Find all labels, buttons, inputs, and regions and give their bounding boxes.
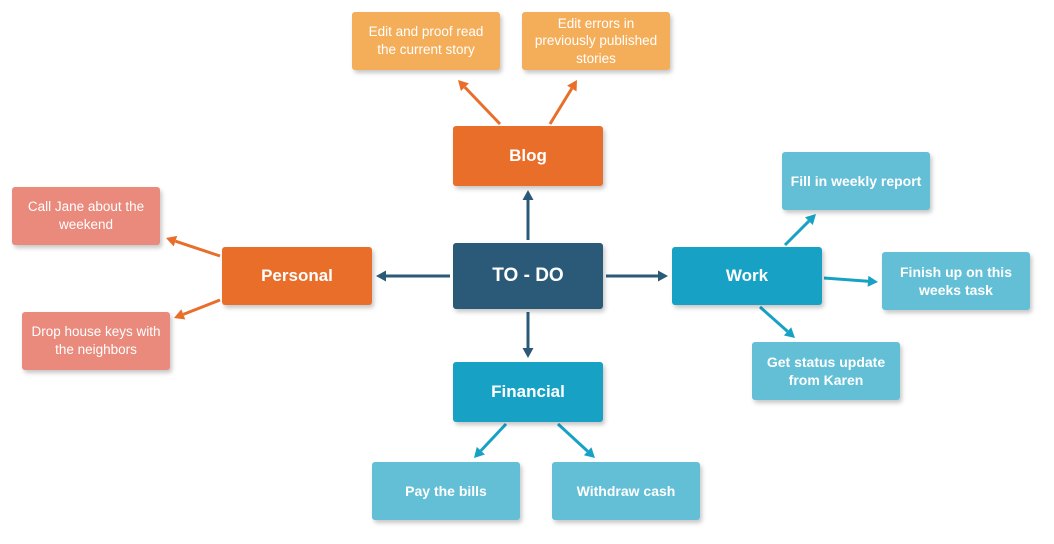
personal-task-drop-keys-label: Drop house keys with the neighbors — [31, 324, 161, 357]
arrow-personal-to-call-jane-head — [166, 235, 178, 247]
financial-node: Financial — [453, 362, 603, 422]
blog-task-edit-proof: Edit and proof read the current story — [352, 12, 500, 70]
arrow-personal-to-drop-keys — [174, 298, 221, 320]
personal-node-label: Personal — [261, 265, 333, 285]
arrow-work-to-weekly-report — [783, 214, 816, 247]
arrow-blog-to-edit-errors-head — [567, 80, 577, 92]
personal-node: Personal — [222, 247, 372, 305]
arrow-center-to-work-head — [658, 270, 668, 282]
arrow-work-to-weekly-report-line — [783, 220, 810, 247]
arrow-center-to-financial — [522, 312, 534, 358]
arrow-financial-to-pay-bills-head — [474, 446, 485, 458]
arrow-center-to-blog — [522, 190, 534, 240]
financial-task-pay-bills-label: Pay the bills — [405, 482, 487, 499]
arrow-work-to-status-update-head — [783, 327, 795, 338]
arrow-personal-to-drop-keys-head — [174, 309, 186, 320]
work-task-status-update: Get status update from Karen — [752, 342, 900, 400]
personal-task-call-jane: Call Jane about the weekend — [12, 187, 160, 245]
arrow-personal-to-drop-keys-line — [182, 298, 221, 316]
arrow-blog-to-edit-proof-head — [458, 80, 469, 91]
arrow-center-to-financial-head — [522, 348, 534, 358]
work-task-finish-task-label: Finish up on this weeks task — [900, 263, 1012, 298]
arrow-financial-to-withdraw — [556, 422, 595, 458]
arrow-financial-to-pay-bills — [474, 422, 508, 458]
blog-node: Blog — [453, 126, 603, 186]
financial-task-pay-bills: Pay the bills — [372, 462, 520, 520]
work-task-weekly-report-label: Fill in weekly report — [790, 172, 922, 189]
financial-task-withdraw-cash: Withdraw cash — [552, 462, 700, 520]
personal-task-call-jane-label: Call Jane about the weekend — [27, 199, 145, 232]
arrow-center-to-personal — [376, 270, 450, 282]
arrow-personal-to-call-jane — [166, 235, 221, 258]
work-node: Work — [672, 247, 822, 305]
arrow-financial-to-pay-bills-line — [479, 422, 508, 452]
arrow-work-to-finish-task-line — [823, 276, 869, 283]
blog-task-edit-errors: Edit errors in previously published stor… — [522, 12, 670, 70]
arrow-financial-to-withdraw-head — [583, 447, 595, 458]
arrow-blog-to-edit-proof — [458, 80, 502, 126]
work-node-label: Work — [725, 265, 769, 285]
arrow-blog-to-edit-errors-line — [548, 87, 574, 125]
arrow-center-to-blog-head — [522, 190, 534, 200]
arrow-work-to-status-update-line — [759, 305, 789, 333]
arrow-blog-to-edit-errors — [548, 80, 577, 125]
arrow-center-to-work — [606, 270, 668, 282]
work-task-finish-task: Finish up on this weeks task — [882, 252, 1030, 310]
blog-task-edit-proof-label: Edit and proof read the current story — [368, 24, 484, 57]
blog-node-label: Blog — [509, 145, 547, 165]
arrow-financial-to-withdraw-line — [556, 422, 589, 453]
arrow-work-to-weekly-report-head — [805, 214, 816, 225]
arrow-work-to-status-update — [759, 305, 795, 338]
center-node-todo: TO - DO — [453, 243, 603, 309]
financial-node-label: Financial — [491, 381, 565, 401]
blog-task-edit-errors-label: Edit errors in previously published stor… — [534, 15, 658, 66]
personal-task-drop-keys: Drop house keys with the neighbors — [22, 312, 170, 370]
center-node-label: TO - DO — [492, 264, 564, 286]
arrow-blog-to-edit-proof-line — [463, 86, 502, 126]
arrow-personal-to-call-jane-line — [175, 239, 221, 258]
work-task-weekly-report: Fill in weekly report — [782, 152, 930, 210]
arrow-work-to-finish-task — [823, 275, 878, 287]
arrow-work-to-finish-task-head — [867, 275, 878, 287]
work-task-status-update-label: Get status update from Karen — [766, 353, 886, 388]
arrow-center-to-personal-head — [376, 270, 386, 282]
financial-task-withdraw-cash-label: Withdraw cash — [576, 482, 676, 499]
